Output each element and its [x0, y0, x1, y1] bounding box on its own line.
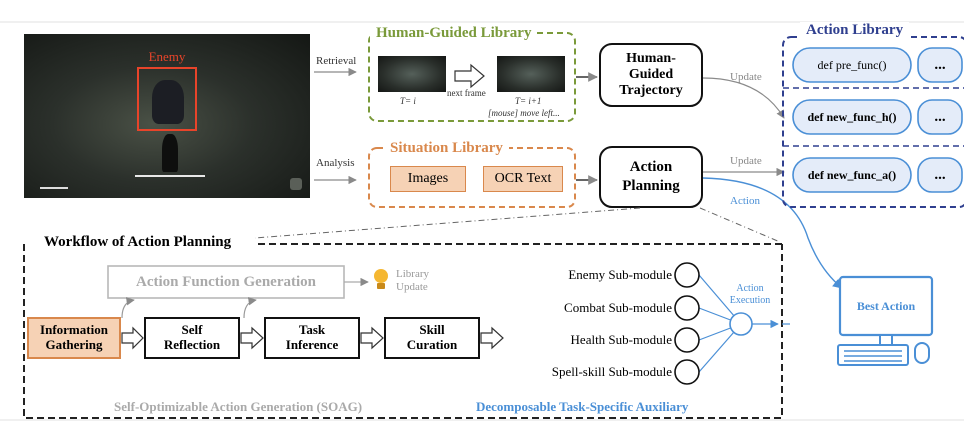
step-arrow-4 [480, 326, 504, 350]
func-more-pill-1 [917, 47, 963, 83]
next-frame-label: next frame [447, 88, 486, 98]
step-box-self-reflection [144, 317, 240, 359]
step-arrow-1 [121, 326, 144, 350]
func-label-pre: def pre_func() [817, 57, 887, 72]
skill-icon [290, 178, 302, 190]
func-more-label-2: ... [934, 108, 946, 125]
action-execution-label: Action Execution [729, 283, 771, 306]
func-more-label-3: ... [934, 166, 946, 183]
frame-thumbnail-t [378, 56, 446, 92]
computer-icon [837, 275, 934, 366]
func-more-label-1: ... [934, 56, 946, 73]
submodule-label-enemy: Enemy Sub-module [568, 267, 672, 282]
func-label-new-a: def new_func_a() [807, 167, 897, 182]
frame-thumbnail-t-plus-1 [497, 56, 565, 92]
reflect-to-afg-arrow [243, 297, 257, 319]
frame-caption-t-plus-1: T= i+1 [515, 96, 542, 106]
ocr-text-box: OCR Text [483, 166, 563, 192]
game-screenshot: Enemy [24, 34, 310, 198]
step-label-self-reflection: Self Reflection [163, 322, 221, 352]
callout-line-right [699, 207, 781, 243]
situation-library-title: Situation Library [384, 140, 509, 157]
human-guided-trajectory-box [599, 43, 703, 107]
enemy-label: Enemy [148, 49, 186, 64]
step-label-skill-curation: Skill Curation [406, 322, 458, 352]
callout-line-left [254, 207, 641, 239]
submodule-circle-spell-skill [674, 359, 700, 385]
player-health-bar [40, 187, 68, 189]
step-label-information-gathering: Information Gathering [40, 322, 108, 352]
enemy-bounding-box [137, 67, 197, 131]
step-arrow-2 [240, 326, 264, 350]
step-box-information-gathering [27, 317, 121, 359]
action-planning-box [599, 146, 703, 208]
gather-to-afg-arrow [121, 297, 135, 319]
func-more-pill-3 [917, 157, 963, 193]
submodule-label-combat: Combat Sub-module [564, 300, 672, 315]
submodule-label-spell-skill: Spell-skill Sub-module [551, 364, 672, 379]
func-pill-pre [792, 47, 912, 83]
action-library-title: Action Library [800, 22, 910, 39]
update-label-mid: Update [730, 155, 762, 167]
update-label-top: Update [730, 71, 762, 83]
next-frame-arrow [454, 63, 485, 89]
frame-caption-t: T= i [400, 96, 416, 106]
action-planning-label: Action Planning [622, 159, 680, 194]
dtsa-label: Decomposable Task-Specific Auxiliary [476, 399, 689, 414]
step-arrow-3 [360, 326, 384, 350]
workflow-box [23, 244, 783, 419]
workflow-title: Workflow of Action Planning [40, 234, 236, 251]
player-figure [162, 134, 178, 172]
step-box-skill-curation [384, 317, 480, 359]
retrieval-label: Retrieval [316, 55, 357, 67]
images-box: Images [390, 166, 466, 192]
submodule-circle-combat [674, 295, 700, 321]
action-execution-node [729, 312, 753, 336]
step-box-task-inference [264, 317, 360, 359]
soag-label: Self-Optimizable Action Generation (SOAG… [114, 399, 363, 414]
update-arrow-top [702, 77, 785, 119]
func-more-pill-2 [917, 99, 963, 135]
frame-action-caption: [mouse] move left... [488, 108, 560, 118]
enemy-health-bar [135, 175, 205, 177]
action-function-generation-label: Action Function Generation [136, 273, 316, 290]
human-guided-trajectory-label: Human-Guided Trajectory [619, 50, 683, 99]
action-function-generation-box [107, 265, 345, 299]
action-label: Action [730, 195, 760, 207]
action-arrow [702, 177, 843, 289]
library-update-label: Library Update [396, 268, 429, 294]
human-guided-library-title: Human-Guided Library [370, 25, 538, 42]
step-label-task-inference: Task Inference [285, 322, 339, 352]
best-action-label: Best Action [856, 298, 916, 313]
analysis-label: Analysis [316, 157, 355, 169]
enemy-figure [152, 80, 184, 124]
submodule-label-health: Health Sub-module [570, 332, 672, 347]
func-label-new-h: def new_func_h() [807, 109, 897, 124]
submodule-circle-enemy [674, 262, 700, 288]
light-bulb-icon [374, 269, 388, 289]
func-pill-new-h [792, 99, 912, 135]
submodule-circle-health [674, 327, 700, 353]
func-pill-new-a [792, 157, 912, 193]
